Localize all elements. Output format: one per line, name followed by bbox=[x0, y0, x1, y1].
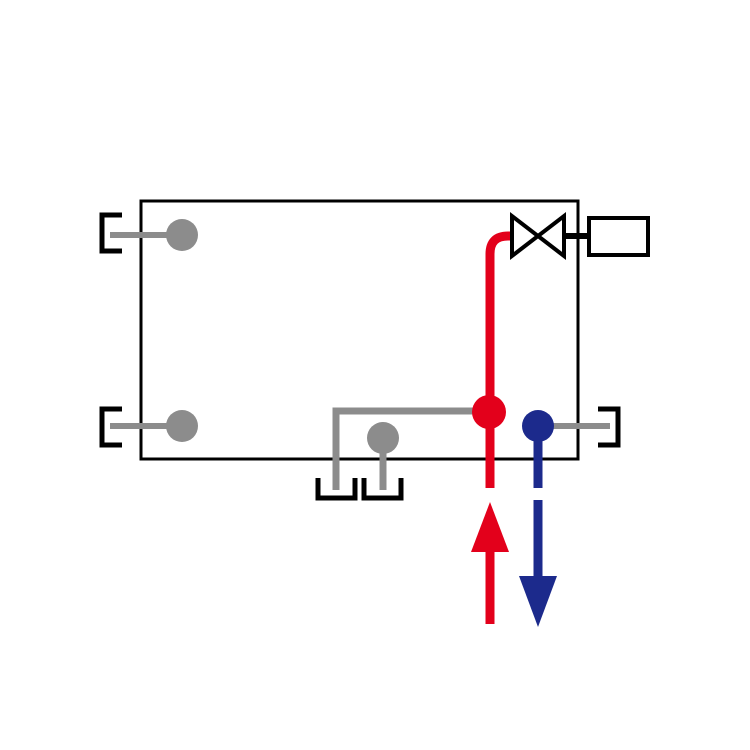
thermostatic-valve bbox=[510, 211, 650, 261]
valve-actuator-box bbox=[587, 216, 650, 257]
return-node bbox=[522, 410, 554, 442]
supply-riser bbox=[485, 231, 516, 488]
bottom-middle-connection-point bbox=[367, 422, 399, 454]
supply-node bbox=[472, 395, 506, 429]
top-left-bracket bbox=[99, 212, 122, 254]
return-pipe bbox=[519, 410, 557, 627]
return-arrow-down-icon bbox=[519, 576, 557, 627]
valve-left-triangle-icon bbox=[510, 211, 542, 261]
floor-bracket-left bbox=[315, 478, 358, 501]
valve-right-triangle-icon bbox=[534, 211, 566, 261]
supply-pipe bbox=[471, 231, 516, 624]
supply-arrow-up-icon bbox=[471, 502, 509, 552]
radiator-panel bbox=[139, 199, 580, 461]
bottom-right-mount bbox=[552, 406, 621, 448]
bypass-pipe bbox=[332, 407, 478, 490]
bottom-right-bracket bbox=[598, 406, 621, 448]
bottom-connection-pipes bbox=[315, 407, 478, 501]
bottom-left-bracket bbox=[99, 406, 122, 448]
floor-bracket-right bbox=[361, 478, 404, 501]
top-left-connection-point bbox=[166, 219, 198, 251]
bottom-left-mount bbox=[99, 406, 198, 448]
top-left-mount bbox=[99, 212, 198, 254]
bottom-left-connection-point bbox=[166, 410, 198, 442]
